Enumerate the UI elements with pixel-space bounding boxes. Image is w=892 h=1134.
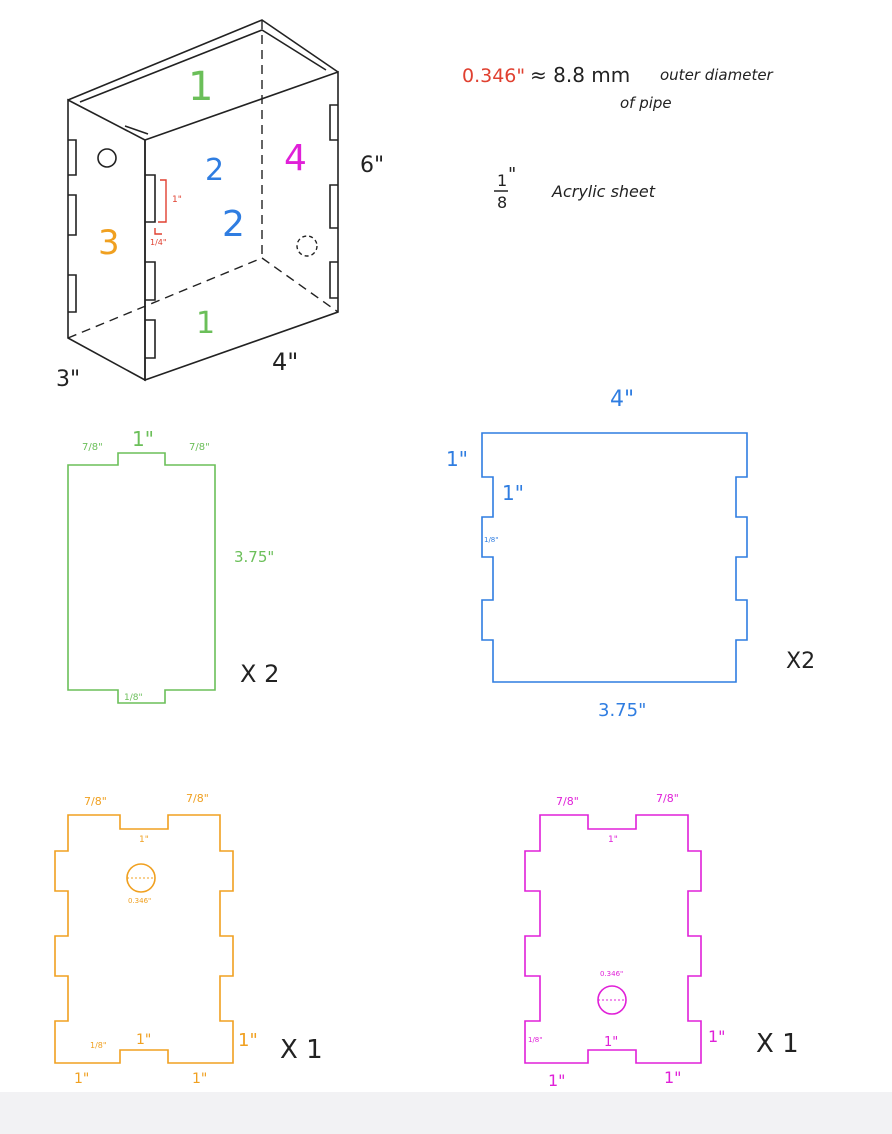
box-front-tabs [145,174,156,359]
box-left-tabs [68,139,77,313]
panel-green-dim-top-mid: 1" [132,427,154,451]
panel-green-dim-bottom: 1/8" [124,693,143,703]
pipe-diameter-desc-2: of pipe [620,94,672,112]
panel-magenta-dim-notch-bottom: 1" [604,1035,618,1050]
box-pipe-hole-back [296,235,318,257]
panel-green-count: X 2 [240,660,279,688]
box-face-right-label: 4 [284,138,307,179]
box-top-lip [79,29,327,135]
box-face-left-label: 3 [98,223,120,263]
panel-blue-dim-top: 4" [610,387,634,412]
box-dim-height: 6" [360,153,384,178]
panel-green-dim-side: 3.75" [234,548,274,566]
panel-green: 7/8" 1" 7/8" 3.75" 1/8" X 2 [67,427,279,704]
panel-magenta-dim-top-right: 7/8" [656,792,679,805]
panel-magenta-dim-right: 1" [708,1027,726,1046]
panel-orange-dim-hole: 0.346" [128,897,151,905]
panel-orange-dim-bottom-left: 1" [74,1071,89,1087]
panel-blue-dim-bottom: 3.75" [598,700,646,721]
panel-magenta-dim-bottom-left: 1" [548,1071,566,1090]
panel-magenta-outline [524,814,702,1064]
panel-magenta-dim-top-left: 7/8" [556,795,579,808]
box-tab-dimension-mark [154,179,167,235]
box-dim-width: 4" [272,348,298,376]
panel-orange-dim-top-right: 7/8" [186,792,209,805]
panel-magenta-dim-hole: 0.346" [600,970,623,978]
panel-magenta-count: X 1 [756,1029,799,1059]
box-pipe-hole-front [97,148,117,168]
box-right-tabs [329,104,338,299]
box-face-front-label-a: 2 [205,153,224,188]
panel-orange-dim-notch-top: 1" [139,835,149,845]
box-dim-depth: 3" [56,367,80,392]
sheet-thickness-numerator: 1 [497,171,507,190]
panel-green-dim-top-right: 7/8" [189,442,210,453]
sheet-thickness-inch-mark: " [508,164,516,185]
panel-blue-count: X2 [786,649,815,674]
panel-magenta-dim-bottom-right: 1" [664,1068,682,1087]
box-face-front-label-b: 2 [222,204,245,245]
panel-magenta-dim-notch-top: 1" [608,835,618,845]
pipe-diameter-value: 0.346" [462,65,525,87]
pipe-diameter-equiv: ≈ 8.8 mm [530,63,630,87]
panel-orange-dim-bottom-right: 1" [192,1071,207,1087]
pipe-diameter-desc-1: outer diameter [660,66,774,84]
panel-green-outline [67,452,216,704]
panel-blue-dim-tab-top: 1" [446,447,468,471]
panel-orange-outline [54,814,234,1064]
viewer-footer-bar [0,1092,892,1134]
panel-orange: 0.346" 7/8" 7/8" 1" 1/8" 1" 1" 1" 1" X 1 [54,792,323,1087]
panel-blue-dim-tab-mid: 1" [502,481,524,505]
panel-blue-dim-notch: 1/8" [484,536,499,544]
panel-orange-dim-top-left: 7/8" [84,795,107,808]
box-hidden-edges [67,20,339,339]
panel-orange-count: X 1 [280,1035,323,1065]
box-tab-gap-label: 1/4" [150,238,167,247]
panel-orange-dim-right: 1" [238,1030,258,1051]
box-face-bottom-label: 1 [196,306,215,341]
box-tab-length-label: 1" [172,195,182,205]
box-face-top-label: 1 [188,64,213,110]
sheet-thickness-denominator: 8 [497,193,507,212]
notes-block: 0.346" ≈ 8.8 mm outer diameter of pipe 1… [462,63,774,212]
panel-orange-dim-side-gap: 1/8" [90,1041,107,1050]
panel-magenta-dim-side-gap: 1/8" [528,1036,543,1044]
panel-magenta: 0.346" 7/8" 7/8" 1" 1/8" 1" 1" 1" 1" X 1 [524,792,799,1090]
panel-blue-outline [481,432,748,683]
box-left-panel [67,98,146,382]
box-3d-drawing [67,19,339,382]
panel-orange-dim-notch-bottom: 1" [136,1032,151,1048]
panel-blue: 4" 1" 1" 1/8" 3.75" X2 [446,387,815,721]
sheet-material: Acrylic sheet [551,182,656,201]
panel-green-dim-top-left: 7/8" [82,442,103,453]
